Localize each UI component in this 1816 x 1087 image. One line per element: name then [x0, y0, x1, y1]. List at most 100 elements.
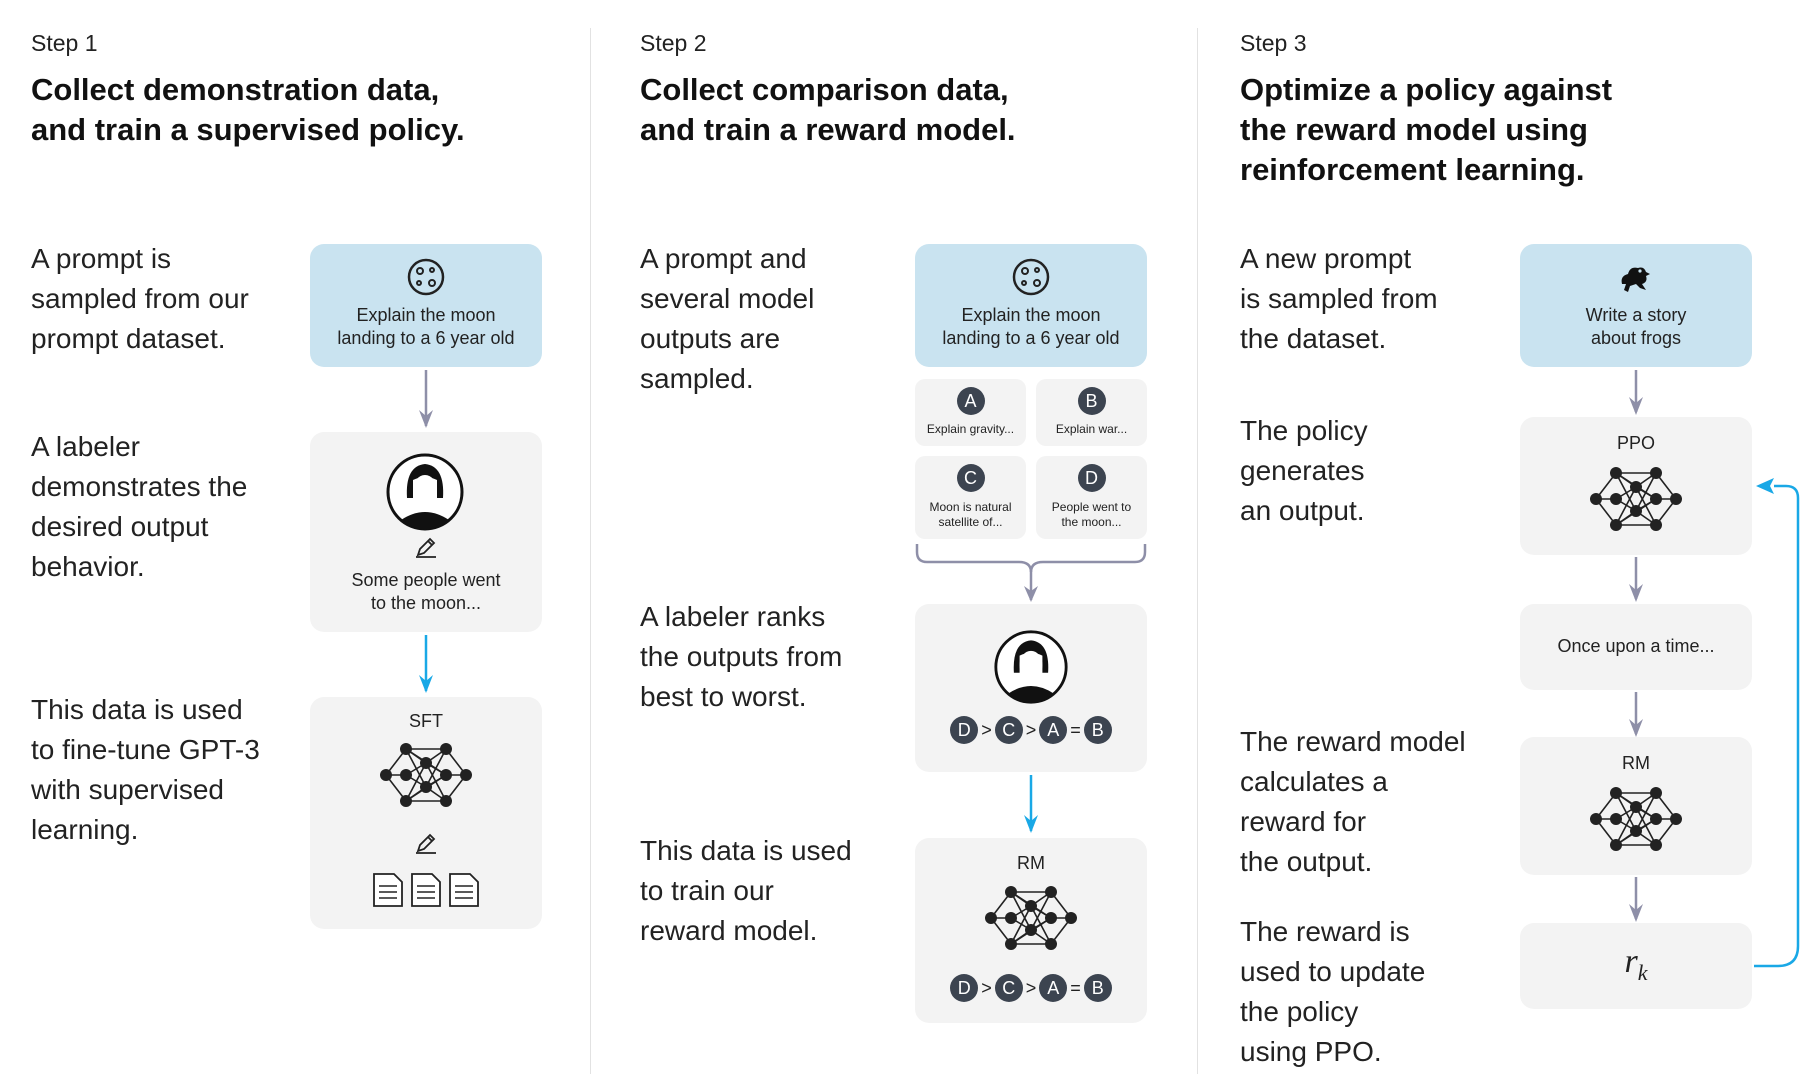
- network-edge: [1635, 792, 1657, 832]
- output-card-b: B Explain war...: [1036, 379, 1147, 446]
- step3-arrow-down-icon: [1629, 557, 1643, 602]
- rank-operator: =: [1070, 719, 1081, 740]
- output-badge-row: C: [915, 464, 1026, 492]
- step3-arrow-down-icon: [1629, 877, 1643, 922]
- network-edge: [1030, 891, 1052, 931]
- rank-badge: A: [1039, 974, 1068, 1002]
- network-node: [1670, 813, 1682, 825]
- desc-line: the output.: [1240, 846, 1373, 877]
- desc-line: The reward is: [1240, 916, 1410, 947]
- rank-badge: D: [950, 716, 979, 744]
- network-node: [1630, 801, 1642, 813]
- desc-line: outputs are: [640, 323, 781, 354]
- network-node: [1005, 912, 1017, 924]
- network-node: [1610, 519, 1622, 531]
- step1-arrow-down-icon: [419, 370, 433, 428]
- rank-badge: B: [1083, 974, 1112, 1002]
- desc-line: A new prompt: [1240, 243, 1412, 274]
- moon-icon: [407, 258, 445, 296]
- network-node: [400, 769, 412, 781]
- desc-line: an output.: [1240, 495, 1365, 526]
- step3-desc-policy: The policy generates an output.: [1240, 411, 1368, 531]
- network-node: [1650, 493, 1662, 505]
- desc-line: demonstrates the: [31, 471, 248, 502]
- desc-line: A prompt is: [31, 243, 172, 274]
- rank-operator: >: [981, 977, 992, 998]
- moon-icon: [1012, 258, 1050, 296]
- step3-heading: Optimize a policy against the reward mod…: [1240, 70, 1612, 190]
- step1-prompt-box: Explain the moon landing to a 6 year old: [310, 244, 542, 367]
- network-node: [1610, 813, 1622, 825]
- desc-line: desired output: [31, 511, 209, 542]
- network-node: [1005, 938, 1017, 950]
- output-text: satellite of...: [938, 515, 1003, 529]
- prompt-text-line: landing to a 6 year old: [337, 328, 515, 348]
- neural-network-icon: [985, 886, 1077, 950]
- desc-line: the policy: [1240, 996, 1359, 1027]
- network-node: [1650, 467, 1662, 479]
- desc-line: best to worst.: [640, 681, 807, 712]
- rank-badge: A: [1039, 716, 1068, 744]
- step3-arrow-down-icon: [1629, 692, 1643, 737]
- network-edge: [1635, 486, 1657, 526]
- step1-sft-model-box: SFT: [310, 697, 542, 929]
- desc-line: the dataset.: [1240, 323, 1387, 354]
- desc-line: This data is used: [640, 835, 852, 866]
- desc-line: calculates a: [1240, 766, 1388, 797]
- step3-desc-update: The reward is used to update the policy …: [1240, 912, 1425, 1072]
- network-node: [1610, 467, 1622, 479]
- desc-line: prompt dataset.: [31, 323, 226, 354]
- step1-demonstration-box: Some people went to the moon...: [310, 432, 542, 632]
- network-node: [1650, 787, 1662, 799]
- network-node: [1630, 825, 1642, 837]
- desc-line: behavior.: [31, 551, 145, 582]
- reward-subscript: k: [1637, 959, 1648, 985]
- neural-network-icon: [380, 743, 472, 807]
- desc-line: reward model.: [640, 915, 818, 946]
- desc-line: A prompt and: [640, 243, 807, 274]
- demo-text-line: to the moon...: [370, 593, 482, 613]
- labeler-avatar-icon: [386, 453, 464, 531]
- desc-line: This data is used: [31, 694, 243, 725]
- step3-arrow-down-icon: [1629, 370, 1643, 415]
- desc-line: to train our: [640, 875, 774, 906]
- desc-line: sampled.: [640, 363, 754, 394]
- pencil-icon: [416, 833, 436, 854]
- network-node: [1650, 519, 1662, 531]
- desc-line: learning.: [31, 814, 139, 845]
- network-node: [380, 769, 392, 781]
- step1-heading-line: Collect demonstration data,: [31, 72, 440, 107]
- network-edge: [1615, 472, 1637, 512]
- step2-heading-line: Collect comparison data,: [640, 72, 1009, 107]
- network-node: [1650, 813, 1662, 825]
- rank-badge: C: [994, 716, 1023, 744]
- network-node: [1610, 493, 1622, 505]
- feedback-loop-arrow-icon: [1754, 478, 1800, 968]
- step3-prompt-box: Write a story about frogs: [1520, 244, 1752, 367]
- step1-arrow-blue-icon: [419, 635, 433, 693]
- output-badge: C: [956, 464, 985, 492]
- policy-label: PPO: [1616, 433, 1655, 453]
- rm-label: RM: [1622, 753, 1650, 773]
- reward-symbol: r: [1624, 943, 1638, 980]
- step1-label: Step 1: [31, 30, 98, 56]
- step2-heading: Collect comparison data, and train a rew…: [640, 70, 1016, 150]
- output-badge-row: B: [1036, 387, 1147, 415]
- network-node: [1590, 493, 1602, 505]
- network-edge: [405, 762, 427, 802]
- desc-line: sampled from our: [31, 283, 249, 314]
- step2-desc-prompt: A prompt and several model outputs are s…: [640, 239, 814, 399]
- step2-label: Step 2: [640, 30, 707, 56]
- network-node: [440, 769, 452, 781]
- network-node: [1670, 493, 1682, 505]
- step1-desc-finetune: This data is used to fine-tune GPT-3 wit…: [31, 690, 260, 850]
- step3-label: Step 3: [1240, 30, 1307, 56]
- ranking-row: D>C>A=B: [915, 974, 1147, 1002]
- network-node: [1045, 938, 1057, 950]
- merge-bracket-icon: [915, 544, 1147, 602]
- desc-line: reward for: [1240, 806, 1367, 837]
- column-divider-1: [590, 28, 591, 1074]
- rank-operator: >: [981, 719, 992, 740]
- network-edge: [1010, 905, 1032, 945]
- desc-line: generates: [1240, 455, 1365, 486]
